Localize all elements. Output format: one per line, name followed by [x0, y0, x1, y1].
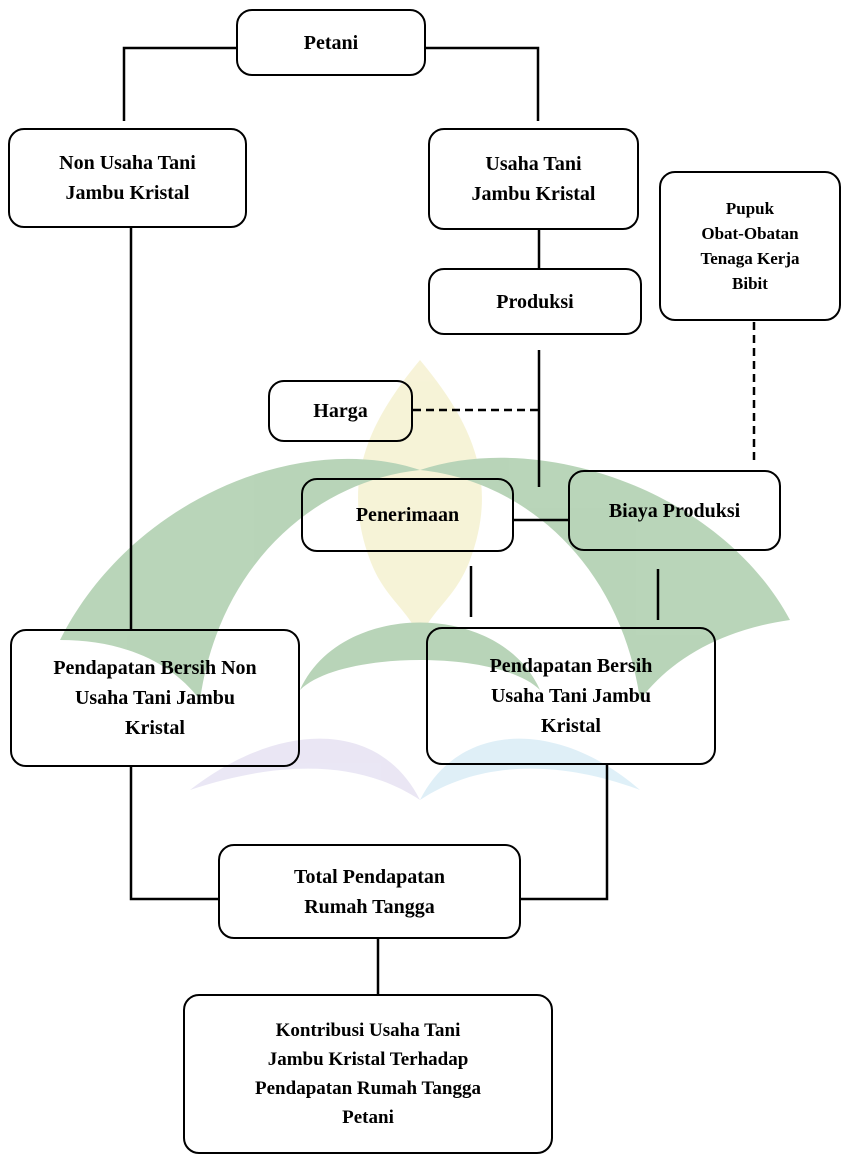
watermark-center-arch — [300, 622, 540, 690]
connector-pendapatan-usaha-to-total — [520, 765, 609, 901]
node-harga: Harga — [268, 380, 413, 442]
node-harga-label: Harga — [313, 400, 368, 422]
node-biaya-produksi: Biaya Produksi — [568, 470, 781, 551]
connector-petani-to-non-usaha — [122, 46, 236, 121]
node-biaya-produksi-label: Biaya Produksi — [608, 499, 741, 522]
node-pendapatan-non-usaha: Pendapatan Bersih Non Usaha Tani Jambu K… — [10, 629, 300, 767]
node-usaha-tani: Usaha Tani Jambu Kristal — [428, 128, 639, 230]
node-kontribusi-label: Kontribusi Usaha Tani Jambu Kristal Terh… — [255, 1020, 481, 1128]
node-inputs: Pupuk Obat-Obatan Tenaga Kerja Bibit — [659, 171, 841, 321]
node-penerimaan: Penerimaan — [301, 478, 514, 552]
watermark-top-leaf — [358, 360, 482, 640]
node-petani: Petani — [236, 9, 426, 76]
node-total-pendapatan-label: Total Pendapatan Rumah Tangga — [294, 865, 445, 918]
node-produksi: Produksi — [428, 268, 642, 335]
watermark-book-right — [420, 738, 640, 800]
node-inputs-label: Pupuk Obat-Obatan Tenaga Kerja Bibit — [700, 199, 800, 293]
node-usaha-tani-label: Usaha Tani Jambu Kristal — [471, 153, 596, 205]
connector-petani-to-usaha — [426, 46, 540, 121]
node-penerimaan-label: Penerimaan — [355, 504, 460, 526]
node-pendapatan-usaha: Pendapatan Bersih Usaha Tani Jambu Krist… — [426, 627, 716, 765]
node-pendapatan-usaha-label: Pendapatan Bersih Usaha Tani Jambu Krist… — [489, 655, 653, 737]
watermark-right-wing — [420, 457, 790, 700]
node-petani-label: Petani — [303, 31, 359, 54]
watermark-left-wing — [60, 458, 420, 700]
node-kontribusi: Kontribusi Usaha Tani Jambu Kristal Terh… — [183, 994, 553, 1154]
node-total-pendapatan: Total Pendapatan Rumah Tangga — [218, 844, 521, 939]
node-non-usaha-tani: Non Usaha Tani Jambu Kristal — [8, 128, 247, 228]
node-pendapatan-non-usaha-label: Pendapatan Bersih Non Usaha Tani Jambu K… — [53, 657, 257, 739]
node-non-usaha-tani-label: Non Usaha Tani Jambu Kristal — [59, 152, 196, 204]
connector-pendapatan-non-to-total — [129, 767, 220, 901]
node-produksi-label: Produksi — [496, 290, 574, 313]
watermark-book-left — [190, 738, 420, 800]
